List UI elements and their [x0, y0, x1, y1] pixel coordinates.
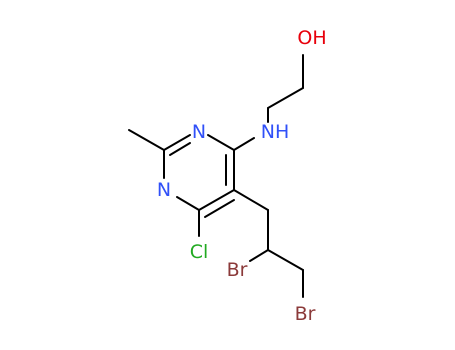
bonds — [128, 54, 304, 298]
nh-label: NH — [261, 121, 290, 143]
bond-n1-c6 — [176, 196, 200, 211]
bond-c5-ch2 — [233, 189, 269, 211]
atom-labels: OH NH N N Cl Br Br — [157, 27, 327, 325]
bond-chbr-ch2br — [267, 249, 304, 271]
bond-c2-methyl — [128, 129, 165, 151]
bond-ch2-ch2 — [267, 87, 304, 109]
oh-label: OH — [297, 27, 326, 49]
bromine-end-label: Br — [295, 303, 316, 325]
bond-c6-c5-double — [204, 199, 235, 218]
bromine-mid-label: Br — [227, 259, 248, 281]
ring-nitrogen-top-label: N — [192, 121, 206, 143]
bond-nh-ring — [233, 137, 255, 151]
bond-c6-c5 — [198, 189, 235, 211]
bond-n3-c2-double — [169, 142, 191, 156]
bond-n3-c2 — [163, 134, 191, 151]
bond-c4-n3 — [207, 134, 235, 151]
chlorine-label: Cl — [190, 241, 209, 263]
bond-chbr-br — [249, 249, 269, 262]
ring-nitrogen-bottom-label: N — [157, 179, 171, 201]
